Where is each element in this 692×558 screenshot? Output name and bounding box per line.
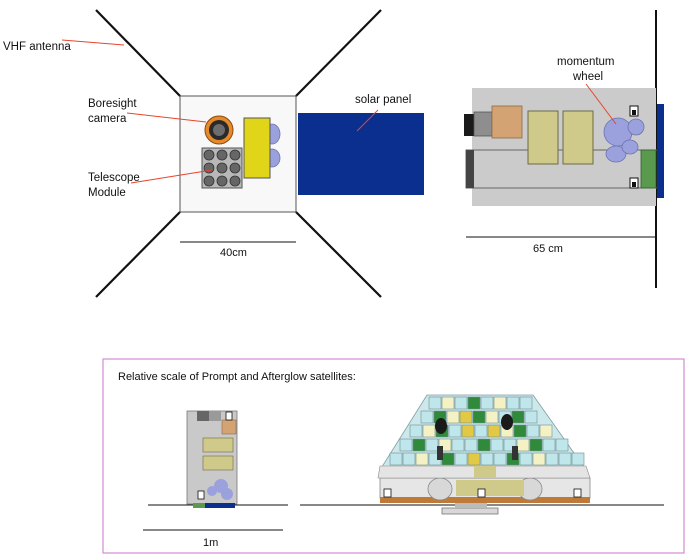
solar-leader [356, 109, 379, 132]
afterglow-satellite [377, 394, 591, 515]
solar-panel [298, 113, 424, 195]
blue-strip [657, 104, 664, 198]
panel-title: Relative scale of Prompt and Afterglow s… [118, 371, 356, 383]
vhf-leader [61, 39, 125, 46]
prompt-satellite-small [186, 410, 238, 508]
electronics-box [527, 110, 559, 165]
solar-panel-label: solar panel [355, 94, 411, 106]
electronics-module [243, 117, 271, 179]
momentum-leader [585, 83, 617, 125]
momentum-label-line1: momentum [557, 56, 615, 68]
boresight-label-line1: Boresight [88, 98, 137, 110]
telescope-label-line1: Telescope [88, 172, 140, 184]
boresight-label-line2: camera [88, 113, 127, 125]
vhf-antenna-label: VHF antenna [3, 41, 71, 53]
momentum-label-line2: wheel [572, 71, 603, 83]
relative-scale-panel: Relative scale of Prompt and Afterglow s… [102, 358, 685, 554]
green-panel [640, 149, 657, 189]
star-tracker-icon [501, 414, 513, 430]
telescope-label-line2: Module [88, 187, 126, 199]
star-tracker-icon [435, 418, 447, 434]
telescope-leader [130, 169, 213, 184]
prompt-side-view: momentum wheel 65 cm [464, 10, 664, 288]
scale-label-65cm: 65 cm [533, 243, 563, 255]
telescope-module-grid [201, 147, 243, 189]
boresight-leader [126, 112, 207, 123]
electronics-box [562, 110, 594, 165]
antenna-boom-tr [295, 9, 382, 97]
camera-head [464, 114, 474, 136]
antenna-boom-br [295, 211, 382, 298]
prompt-top-view: VHF antenna Boresight camera Telescope M… [3, 9, 424, 298]
scale-label-1m: 1m [203, 537, 218, 549]
scale-label-40cm: 40cm [220, 247, 247, 259]
tan-module [491, 105, 523, 139]
antenna-boom-tl [95, 9, 181, 97]
antenna-boom-bl [95, 211, 181, 298]
